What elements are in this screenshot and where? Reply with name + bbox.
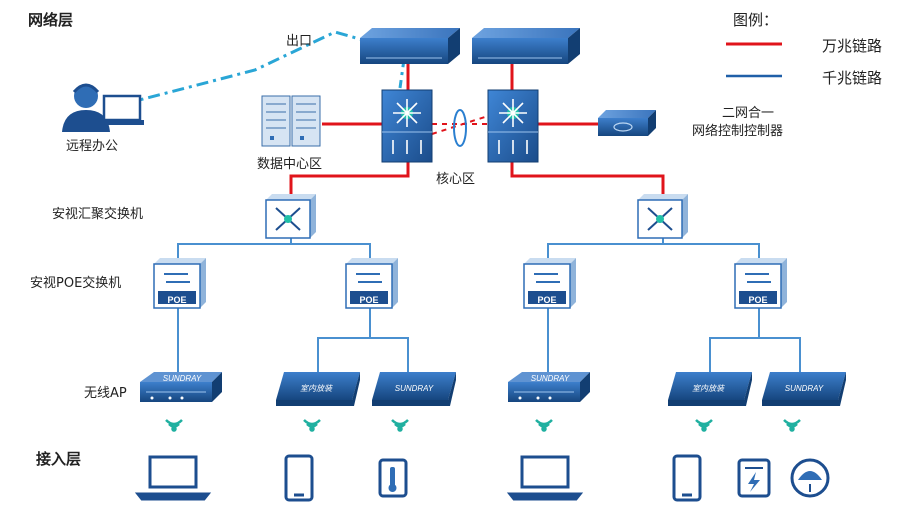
legend-ten-gig-label: 万兆链路 <box>822 37 883 55</box>
agg-switch-label: 安视汇聚交换机 <box>52 207 144 222</box>
wireless-ap-router-1 <box>140 372 222 402</box>
network-controller <box>598 110 656 136</box>
legend-gig-label: 千兆链路 <box>822 69 883 87</box>
ten-gig-links <box>289 62 665 194</box>
access-layer-title: 接入层 <box>36 450 82 468</box>
smoke-detector-icon <box>790 458 830 498</box>
wifi-icon <box>695 419 713 432</box>
poe-switch-1 <box>153 258 206 309</box>
wifi-icon <box>535 419 553 432</box>
ap-brand-label-2: SUNDRAY <box>395 384 434 393</box>
legend-title: 图例： <box>733 11 779 29</box>
poe-switch-label: 安视POE交换机 <box>30 276 122 291</box>
core-switch-left <box>381 89 433 163</box>
poe-switch-2 <box>345 258 398 309</box>
core-switch-right <box>487 89 539 163</box>
controller-label-line1: 二网合一 <box>722 106 775 121</box>
ap-indoor-label-2: 室内放装 <box>692 384 725 393</box>
thermometer-sensor-icon <box>378 458 408 498</box>
wifi-icon <box>303 419 321 432</box>
power-meter-icon <box>737 458 771 498</box>
wifi-icon <box>165 419 183 432</box>
ap-indoor-label-1: 室内放装 <box>300 384 333 393</box>
smartphone-icon <box>672 454 702 502</box>
network-layer-title: 网络层 <box>28 11 74 29</box>
poe-switch-4 <box>734 258 787 309</box>
wifi-icon <box>391 419 409 432</box>
wifi-signal-icons <box>165 419 801 432</box>
data-center-servers <box>261 95 321 147</box>
remote-office-person-icon <box>62 83 144 132</box>
poe-label-4: POE <box>748 295 767 305</box>
wifi-icon <box>783 419 801 432</box>
ap-sundray-2 <box>762 372 846 406</box>
indoor-ap-1 <box>276 372 360 406</box>
poe-label-2: POE <box>359 295 378 305</box>
laptop-icon <box>134 455 212 501</box>
ap-sundray-1 <box>372 372 456 406</box>
controller-label-line2: 网络控制控制器 <box>692 124 784 139</box>
ap-brand-label-1: SUNDRAY <box>163 374 202 383</box>
exit-router-left <box>360 28 460 64</box>
smartphone-icon <box>284 454 314 502</box>
agg-switch-left <box>265 194 316 239</box>
access-links <box>177 236 801 372</box>
data-center-label: 数据中心区 <box>257 157 323 172</box>
core-zone-label: 核心区 <box>436 172 476 187</box>
exit-label: 出口 <box>286 34 313 49</box>
poe-label-1: POE <box>167 295 186 305</box>
stack-ring <box>453 109 467 147</box>
laptop-icon <box>506 455 584 501</box>
wireless-ap-label: 无线AP <box>84 386 127 401</box>
agg-switch-right <box>637 194 688 239</box>
ap-brand-label-3: SUNDRAY <box>531 374 570 383</box>
exit-router-right <box>472 28 580 64</box>
poe-switch-3 <box>523 258 576 309</box>
poe-label-3: POE <box>537 295 556 305</box>
remote-office-label: 远程办公 <box>66 139 119 154</box>
wireless-ap-router-2 <box>508 372 590 402</box>
indoor-ap-2 <box>668 372 752 406</box>
ap-brand-label-4: SUNDRAY <box>785 384 824 393</box>
